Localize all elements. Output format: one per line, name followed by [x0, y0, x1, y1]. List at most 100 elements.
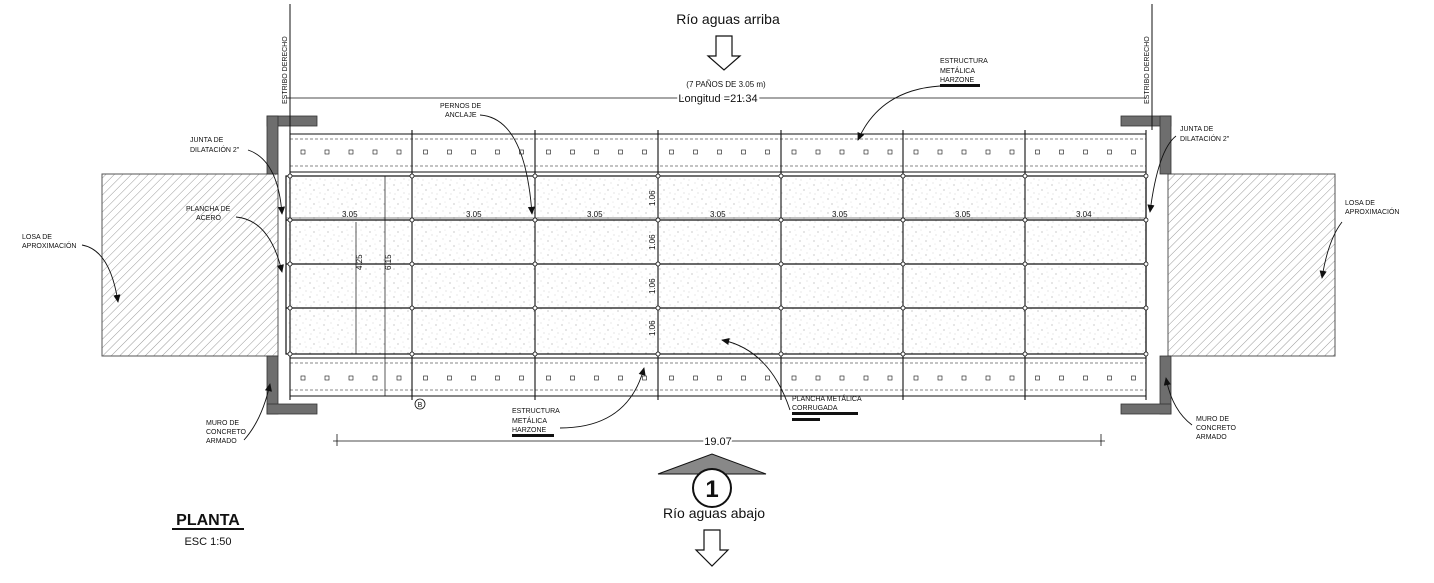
grid-mark: B — [418, 402, 423, 409]
truss-node — [741, 375, 746, 381]
anchor-bolt — [532, 173, 538, 179]
truss-node — [839, 375, 845, 381]
truss-node — [693, 375, 698, 381]
truss-top — [289, 133, 1147, 173]
truss-node — [1009, 375, 1015, 381]
truss-node — [863, 375, 869, 381]
truss-node — [423, 375, 428, 381]
truss-node — [669, 375, 674, 381]
truss-node — [570, 149, 575, 155]
truss-node — [1083, 149, 1088, 155]
anchor-bolt — [655, 261, 661, 267]
anchor-bolt — [1022, 351, 1028, 357]
panel-dims: 3.05 3.05 3.05 3.05 3.05 3.05 3.04 — [342, 210, 1092, 219]
svg-text:MURO DE: MURO DE — [206, 420, 239, 427]
vertical-dim-4: 1.06 — [648, 320, 657, 336]
truss-node — [961, 149, 967, 155]
truss-node — [1131, 149, 1136, 155]
truss-node — [348, 375, 354, 381]
width-dim-1: 4.25 — [355, 254, 364, 270]
anchor-bolt — [409, 217, 415, 223]
truss-node — [765, 149, 770, 155]
truss-node — [791, 375, 797, 381]
vertical-dim-3: 1.06 — [648, 278, 657, 294]
svg-text:HARZONE: HARZONE — [512, 427, 547, 434]
anchor-bolt — [532, 217, 538, 223]
svg-text:PERNOS DE: PERNOS DE — [440, 103, 482, 110]
anchor-bolt — [532, 305, 538, 311]
deck-slab — [285, 175, 1147, 355]
truss-node — [815, 375, 821, 381]
section-number: 1 — [705, 476, 718, 503]
panel-dim-6: 3.05 — [955, 210, 971, 219]
anchor-bolt — [778, 351, 784, 357]
annotation-plancha-corrugada: PLANCHA METÁLICA CORRUGADA — [792, 394, 862, 421]
svg-text:ANCLAJE: ANCLAJE — [445, 112, 477, 119]
anchor-bolt — [287, 261, 293, 267]
svg-text:DILATACIÓN 2": DILATACIÓN 2" — [1180, 134, 1230, 143]
truss-node — [887, 375, 893, 381]
truss-node — [765, 375, 770, 381]
truss-node — [618, 149, 623, 155]
truss-node — [642, 149, 647, 155]
truss-node — [1083, 375, 1088, 381]
annotation-junta-left: JUNTA DE DILATACIÓN 2" — [190, 137, 240, 154]
anchor-bolt — [1143, 261, 1149, 267]
truss-node — [447, 149, 452, 155]
grid-bubble — [414, 398, 426, 410]
truss-node — [1107, 149, 1112, 155]
svg-text:JUNTA DE: JUNTA DE — [190, 137, 224, 144]
truss-node — [913, 149, 919, 155]
annotation-estructura-top: ESTRUCTURA METÁLICA HARZONE — [940, 58, 988, 87]
truss-node — [1035, 375, 1040, 381]
truss-node — [594, 149, 599, 155]
anchor-bolt — [900, 173, 906, 179]
panel-dim-4: 3.05 — [710, 210, 726, 219]
truss-node — [546, 375, 551, 381]
anchor-bolt — [655, 305, 661, 311]
anchor-bolt — [778, 217, 784, 223]
width-dim-2: 6.15 — [384, 254, 393, 270]
truss-bottom — [289, 357, 1147, 397]
truss-node — [717, 149, 722, 155]
truss-node — [300, 149, 306, 155]
truss-node — [519, 149, 524, 155]
upstream-arrow-icon — [706, 35, 742, 71]
anchor-bolt — [1022, 173, 1028, 179]
svg-text:CORRUGADA: CORRUGADA — [792, 405, 838, 412]
svg-text:METÁLICA: METÁLICA — [512, 416, 547, 425]
svg-text:LOSA DE: LOSA DE — [22, 234, 52, 241]
anchor-bolt — [1022, 305, 1028, 311]
anchor-bolt — [409, 173, 415, 179]
panel-dim-1: 3.05 — [342, 210, 358, 219]
panels-note: (7 PAÑOS DE 3.05 m) — [686, 80, 766, 89]
truss-node — [396, 149, 402, 155]
anchor-bolt — [778, 305, 784, 311]
svg-text:HARZONE: HARZONE — [940, 77, 975, 84]
upstream-label: Río aguas arriba — [676, 11, 780, 27]
annotation-estructura-bottom: ESTRUCTURA METÁLICA HARZONE — [512, 408, 560, 437]
anchor-bolt — [287, 351, 293, 357]
anchor-bolt — [532, 261, 538, 267]
truss-node — [348, 149, 354, 155]
anchor-bolt — [655, 217, 661, 223]
annotation-plancha-acero: PLANCHA DE ACERO — [186, 206, 231, 222]
anchor-bolt — [287, 173, 293, 179]
annotation-leaders — [81, 85, 1343, 441]
truss-node — [594, 375, 599, 381]
panel-dim-2: 3.05 — [466, 210, 482, 219]
truss-node — [396, 375, 402, 381]
annotation-pernos: PERNOS DE ANCLAJE — [440, 103, 482, 119]
panel-dim-3: 3.05 — [587, 210, 603, 219]
svg-text:APROXIMACIÓN: APROXIMACIÓN — [22, 241, 76, 250]
annotation-losa-left: LOSA DE APROXIMACIÓN — [22, 234, 76, 250]
anchor-bolt — [532, 351, 538, 357]
estribo-label-left: ESTRIBO DERECHO — [282, 36, 289, 104]
truss-node — [372, 375, 378, 381]
anchor-bolt — [1022, 217, 1028, 223]
truss-node — [741, 149, 746, 155]
panel-dim-7: 3.04 — [1076, 210, 1092, 219]
truss-node — [913, 375, 919, 381]
truss-node — [519, 375, 524, 381]
truss-node — [642, 375, 647, 381]
